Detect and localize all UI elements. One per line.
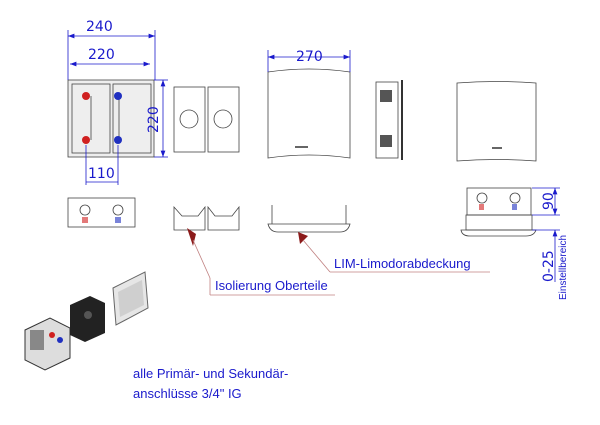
dim-270: 270: [296, 49, 323, 65]
box-front-view: [67, 197, 136, 228]
cover-front-view: [267, 205, 351, 233]
cover-top-view-right: [456, 81, 537, 162]
adjust-range-label: Einstellbereich: [558, 235, 569, 300]
assembly-front-view: [460, 187, 560, 282]
dimension-lines: [67, 30, 168, 185]
exploded-3d-render: [24, 271, 149, 371]
note-line-2: anschlüsse 3/4" IG: [133, 386, 242, 401]
note-line-1: alle Primär- und Sekundär-: [133, 366, 289, 381]
leader-lines: [187, 228, 490, 296]
box-side-view: [375, 80, 403, 160]
box-top-view: [67, 79, 155, 158]
dim-240: 240: [86, 19, 113, 35]
insulation-top-view: [173, 86, 240, 153]
cold-connector-icon: [114, 92, 122, 100]
dim-220-width: 220: [88, 47, 115, 63]
hot-connector-icon: [82, 136, 90, 144]
dim-90: 90: [541, 192, 557, 210]
insulation-front-view: [173, 205, 240, 231]
cold-connector-icon: [114, 136, 122, 144]
hot-connector-icon: [82, 92, 90, 100]
dim-110: 110: [88, 166, 115, 182]
cover-top-view: [267, 50, 351, 159]
dim-adjust-range: 0-25: [541, 250, 557, 282]
insulation-label: Isolierung Oberteile: [215, 278, 328, 293]
dim-220-height: 220: [146, 106, 162, 133]
cover-label: LIM-Limodorabdeckung: [334, 256, 471, 271]
